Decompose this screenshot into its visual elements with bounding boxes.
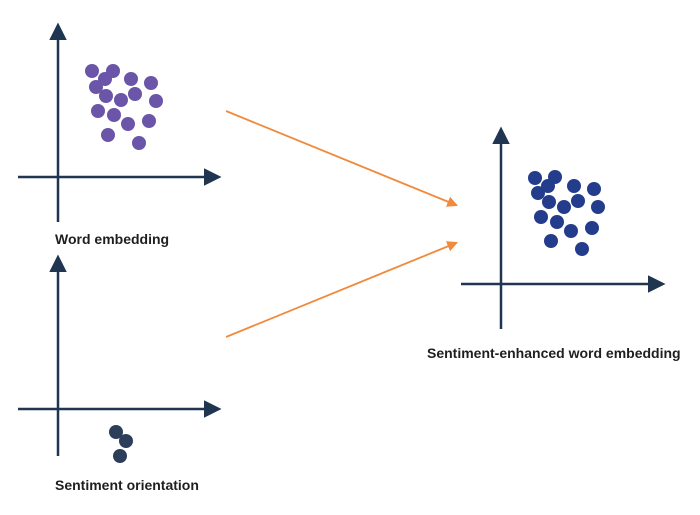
enhanced-embedding-point: [531, 186, 545, 200]
arrow-word-to-enhanced: [225, 110, 458, 207]
arrow-sentiment-to-enhanced: [225, 241, 458, 338]
sentiment-orientation-point: [113, 449, 127, 463]
enhanced-embedding-point: [541, 179, 555, 193]
enhanced-embedding-point: [534, 210, 548, 224]
word-embedding-point: [121, 117, 135, 131]
word-embedding-point: [124, 72, 138, 86]
sentiment-orientation-points: [109, 425, 133, 463]
word-embedding-point: [101, 128, 115, 142]
enhanced-embedding-point: [528, 171, 542, 185]
enhanced-embedding-point: [587, 182, 601, 196]
word-embedding-point: [98, 72, 112, 86]
word-embedding-axes: [18, 22, 222, 222]
word-embedding-point: [99, 89, 113, 103]
sentiment-orientation-label: Sentiment orientation: [55, 477, 199, 493]
word-embedding-label: Word embedding: [55, 231, 170, 247]
enhanced-embedding-point: [542, 195, 556, 209]
word-embedding-point: [128, 87, 142, 101]
word-embedding-points: [85, 64, 163, 150]
enhanced-embedding-label: Sentiment-enhanced word embedding: [427, 345, 681, 361]
word-embedding-point: [114, 93, 128, 107]
enhanced-embedding-points: [528, 170, 605, 256]
enhanced-embedding-point: [550, 215, 564, 229]
enhanced-embedding-point: [564, 224, 578, 238]
word-embedding-point: [85, 64, 99, 78]
sentiment-orientation-axes: [18, 254, 222, 456]
enhanced-embedding-point: [557, 200, 571, 214]
word-embedding-point: [144, 76, 158, 90]
word-embedding-point: [132, 136, 146, 150]
word-embedding-point: [89, 80, 103, 94]
sentiment-orientation-point: [119, 434, 133, 448]
enhanced-embedding-point: [544, 234, 558, 248]
word-embedding-point: [91, 104, 105, 118]
enhanced-embedding-axes: [461, 126, 666, 329]
enhanced-embedding-point: [585, 221, 599, 235]
word-embedding-point: [142, 114, 156, 128]
enhanced-embedding-point: [575, 242, 589, 256]
enhanced-embedding-point: [567, 179, 581, 193]
sentiment-orientation-point: [109, 425, 123, 439]
word-embedding-point: [107, 108, 121, 122]
enhanced-embedding-point: [571, 194, 585, 208]
word-embedding-point: [149, 94, 163, 108]
enhanced-embedding-point: [591, 200, 605, 214]
